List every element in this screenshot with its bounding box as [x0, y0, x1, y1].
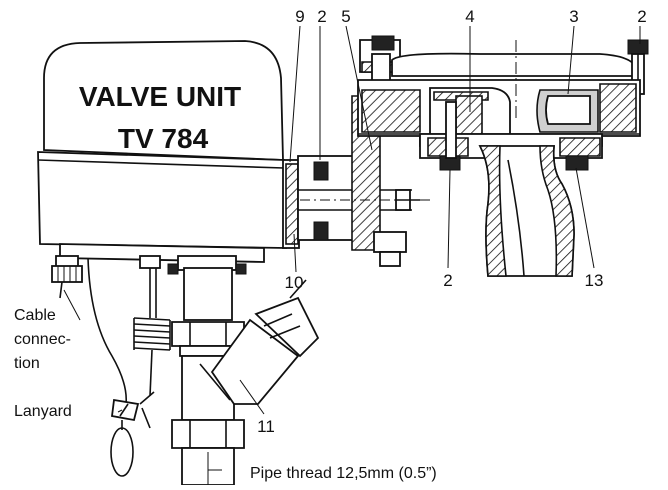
cable-connection-label-2: connec- [14, 331, 71, 348]
valve-stem [167, 255, 247, 321]
outlet-elbow [478, 40, 575, 277]
lanyard-wire [87, 257, 155, 477]
lanyard-label: Lanyard [14, 403, 72, 420]
callout-11: 11 [257, 417, 275, 436]
leader-lines [63, 25, 641, 471]
callout-10: 10 [285, 273, 304, 292]
callout-2-bottom: 2 [443, 271, 452, 290]
callout-9: 9 [295, 7, 304, 26]
pipe-thread-label: Pipe thread 12,5mm (0.5”) [250, 465, 437, 482]
valve-housing-section [357, 79, 641, 171]
spring-tag [133, 255, 171, 397]
callout-5: 5 [341, 7, 350, 26]
callout-13: 13 [585, 271, 604, 290]
valve-unit-housing [37, 40, 287, 263]
cable-connection-label-1: Cable [14, 307, 56, 324]
y-strainer-body [171, 279, 320, 486]
valve-unit-title: VALVE UNIT [79, 81, 241, 112]
cable-gland [51, 255, 83, 299]
callout-2-top: 2 [317, 7, 326, 26]
callout-4: 4 [465, 7, 474, 26]
valve-unit-model: TV 784 [118, 123, 209, 154]
callout-3: 3 [569, 7, 578, 26]
callout-2-right: 2 [637, 7, 646, 26]
cable-connection-label-3: tion [14, 355, 40, 372]
